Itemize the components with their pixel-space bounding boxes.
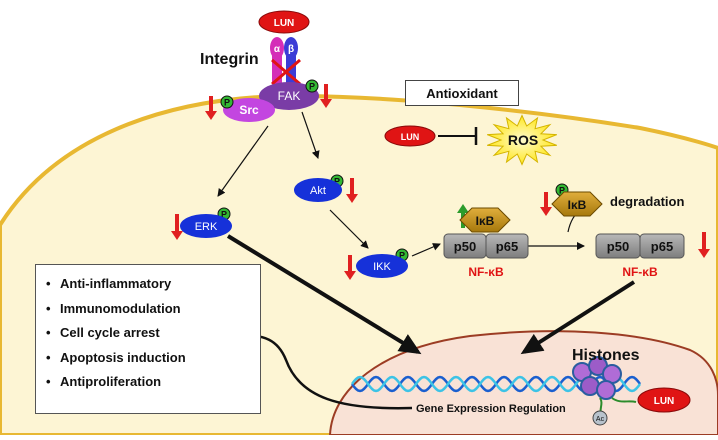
down-arrow-ikb-degradation <box>540 192 552 216</box>
histones-label: Histones <box>572 347 640 364</box>
arrow-nfkb-to-nucleus <box>520 280 636 355</box>
phospho-badge: P <box>220 95 234 109</box>
ros-label: ROS <box>508 132 538 148</box>
nfkb-label-right: NF-κB <box>622 265 658 279</box>
histone-cluster <box>572 356 637 417</box>
arrow-ikk-to-nfkb <box>411 243 441 257</box>
antioxidant-box: Antioxidant <box>405 80 519 106</box>
p65-label-bound: p65 <box>496 239 518 254</box>
phospho-label: P <box>309 82 315 92</box>
arrow-erk-to-nucleus <box>226 234 422 355</box>
effect-label: Antiproliferation <box>60 374 162 389</box>
src-node <box>223 98 275 122</box>
arrow-fak-to-akt <box>301 111 320 159</box>
integrin-alpha-label: α <box>274 44 281 55</box>
ikb-label-released: IκB <box>568 198 587 212</box>
effect-item: •Immunomodulation <box>46 300 181 316</box>
ikk-label: IKK <box>373 261 391 273</box>
phospho-label: P <box>559 186 565 196</box>
nfkb-label-left: NF-κB <box>468 265 504 279</box>
p50-label-bound: p50 <box>454 239 476 254</box>
phospho-label: P <box>399 251 405 261</box>
lun-nucleus <box>637 387 691 413</box>
down-arrow-p65 <box>698 232 710 258</box>
phospho-label: P <box>221 210 227 220</box>
p50-label-free: p50 <box>607 239 629 254</box>
ros-burst <box>487 114 557 166</box>
effect-item: •Cell cycle arrest <box>46 325 160 340</box>
down-arrow-akt <box>346 178 358 203</box>
lun-antioxidant <box>384 125 436 147</box>
degradation-label: degradation <box>610 194 684 209</box>
ikk-node <box>356 254 408 278</box>
effect-label: Apoptosis induction <box>60 349 186 365</box>
src-label: Src <box>239 103 259 117</box>
lun-top-label: LUN <box>274 18 295 29</box>
phospho-label: P <box>224 98 230 108</box>
effect-label: Cell cycle arrest <box>60 325 160 340</box>
akt-label: Akt <box>310 185 326 197</box>
down-arrow-fak <box>320 84 332 108</box>
inhibition-cross <box>271 58 301 86</box>
gene-regulation-label: Gene Expression Regulation <box>416 403 566 415</box>
lun-antioxidant-label: LUN <box>401 132 420 142</box>
effects-list-box: •Anti-inflammatory •Immunomodulation •Ce… <box>35 264 261 414</box>
fak-node <box>259 82 319 110</box>
erk-label: ERK <box>195 221 218 233</box>
lun-top <box>258 10 310 34</box>
acetyl-group-marker <box>592 410 608 426</box>
ikb-label-bound: IκB <box>476 214 495 228</box>
down-arrow-erk <box>171 214 183 240</box>
nfkb-complex-free: p50 p65 <box>595 233 685 259</box>
effect-label: Immunomodulation <box>60 300 181 316</box>
fak-label: FAK <box>278 89 301 103</box>
ikb-released <box>551 191 603 217</box>
arrow-akt-to-ikk <box>329 209 369 249</box>
arrow-fak-to-erk <box>217 125 269 197</box>
effect-item: •Anti-inflammatory <box>46 276 172 291</box>
effect-item: •Antiproliferation <box>46 374 162 389</box>
effect-item: •Apoptosis induction <box>46 349 186 365</box>
down-arrow-ikk <box>344 255 356 280</box>
antioxidant-label: Antioxidant <box>426 85 498 101</box>
down-arrow-src <box>205 96 217 120</box>
p65-label-free: p65 <box>651 239 673 254</box>
erk-node <box>180 214 232 238</box>
akt-node <box>294 178 342 202</box>
acetyl-label: Ac <box>596 416 605 423</box>
effect-label: Anti-inflammatory <box>60 276 172 291</box>
integrin-label: Integrin <box>200 51 259 68</box>
integrin-beta-label: β <box>288 44 294 55</box>
phospho-badge: P <box>305 79 319 93</box>
phospho-label: P <box>334 177 340 187</box>
lun-nucleus-label: LUN <box>654 396 675 407</box>
nfkb-complex-bound: p50 p65 IκB <box>443 207 529 259</box>
arrow-gene-to-effects <box>236 324 413 410</box>
